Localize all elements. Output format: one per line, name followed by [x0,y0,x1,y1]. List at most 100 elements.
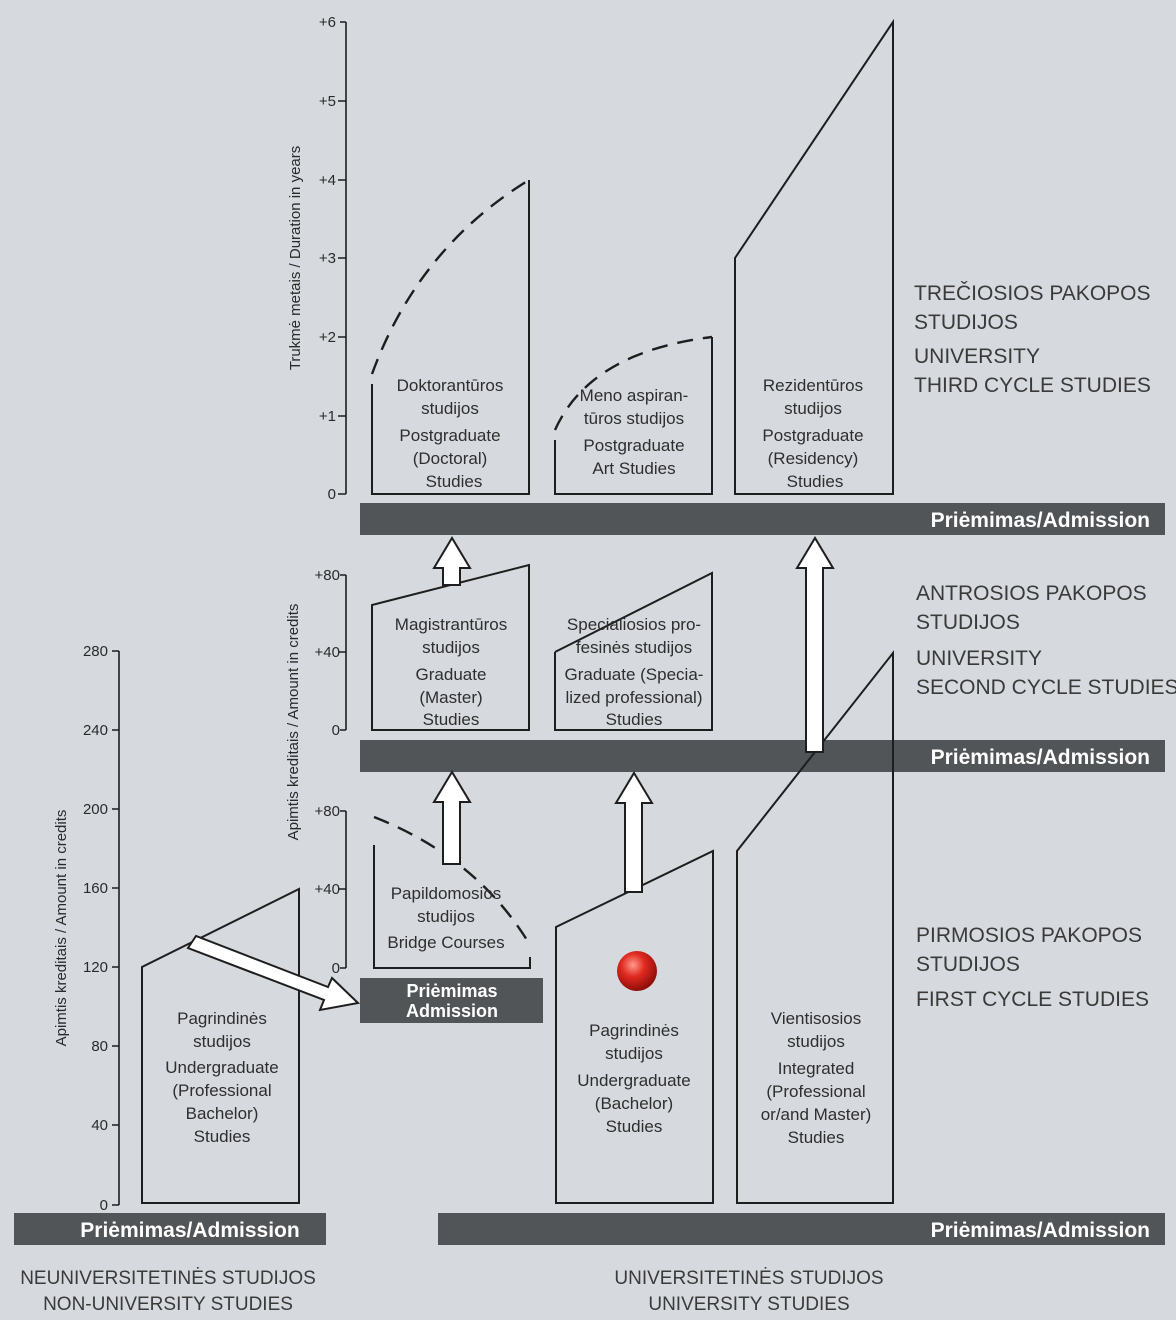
years-tick: +1 [319,408,336,425]
third-cycle-label: TREČIOSIOS PAKOPOS STUDIJOS UNIVERSITY T… [914,282,1151,397]
box-line: Undergraduate [165,1058,278,1077]
credits-tick: 280 [83,643,108,660]
arrow-bachelor-to-second-cycle [614,771,654,893]
credits-axis-bridge: +80 +40 0 [315,803,347,977]
box-line: Bridge Courses [387,933,504,952]
box-line: studijos [605,1044,663,1063]
credits-tick: 200 [83,801,108,818]
cycle-label-line: STUDIJOS [914,311,1018,334]
box-line: Rezidentūros [763,376,863,395]
box-line: or/and Master) [761,1105,872,1124]
cycle-label-line: UNIVERSITY [914,345,1040,368]
box-line: Studies [194,1127,251,1146]
credits-tick: +80 [315,567,340,584]
credits-axis-second-cycle: +80 +40 0 Apimtis kreditais / Amount in … [285,567,347,840]
footer-non-university: NEUNIVERSITETINĖS STUDIJOS NON-UNIVERSIT… [20,1268,316,1315]
cycle-label-line: SECOND CYCLE STUDIES [916,676,1176,699]
admission-label: Priėmimas [406,981,497,1001]
box-line: Studies [423,710,480,729]
integrated-studies-box: Vientisosios studijos Integrated (Profes… [736,650,894,1204]
box-line: Doktorantūros [397,376,504,395]
years-axis-label: Trukmė metais / Duration in years [287,146,304,371]
box-line: lized professional) [565,688,702,707]
admission-bar-non-university: Priėmimas/Admission [14,1213,326,1245]
box-line: (Bachelor) [595,1094,673,1113]
credits-axis-non-university: 280 240 200 160 120 80 40 0 Apimtis kred… [53,643,120,1214]
credits-tick: +40 [315,881,340,898]
credits-tick: 160 [83,880,108,897]
box-line: Studies [606,710,663,729]
box-line: Studies [787,472,844,491]
box-line: fesinės studijos [576,638,692,657]
residency-studies-box: Rezidentūros studijos Postgraduate (Resi… [734,18,894,495]
credits-axis-label: Apimtis kreditais / Amount in credits [53,810,70,1047]
box-line: Postgraduate [399,426,500,445]
red-marker-icon [617,951,657,991]
box-line: Graduate (Specia- [565,665,704,684]
box-line: Postgraduate [583,436,684,455]
years-tick: +3 [319,250,336,267]
footer-line: UNIVERSITY STUDIES [648,1294,849,1315]
box-line: studijos [421,399,479,418]
credits-tick: +80 [315,803,340,820]
box-line: Studies [788,1128,845,1147]
box-line: (Professional [172,1081,271,1100]
cycle-label-line: STUDIJOS [916,953,1020,976]
box-line: Art Studies [592,459,675,478]
box-line: (Doctoral) [413,449,488,468]
credits-tick: 240 [83,722,108,739]
credits-tick: 0 [332,722,340,739]
footer-line: UNIVERSITETINĖS STUDIJOS [614,1268,883,1289]
professional-bachelor-box: Pagrindinės studijos Undergraduate (Prof… [141,887,300,1204]
box-line: Studies [426,472,483,491]
credits-tick: 120 [83,959,108,976]
credits-tick: +40 [315,644,340,661]
box-line: Undergraduate [577,1071,690,1090]
years-tick: +2 [319,329,336,346]
box-line: Postgraduate [762,426,863,445]
box-line: Graduate [416,665,487,684]
cycle-label-line: ANTROSIOS PAKOPOS [916,582,1147,605]
years-axis: +6 +5 +4 +3 +2 +1 0 Trukmė metais / Dura… [287,14,347,503]
box-line: studijos [784,399,842,418]
box-line: Bachelor) [186,1104,259,1123]
box-line: (Residency) [768,449,859,468]
years-tick: +6 [319,14,336,31]
years-tick: +5 [319,93,336,110]
admission-label: Priėmimas/Admission [931,746,1150,769]
credits-tick: 40 [91,1117,108,1134]
box-line: tūros studijos [584,409,684,428]
box-line: Integrated [778,1059,855,1078]
arrow-integrated-to-third-cycle [795,536,835,753]
second-cycle-label: ANTROSIOS PAKOPOS STUDIJOS UNIVERSITY SE… [916,582,1176,699]
admission-bar-second-cycle: Priėmimas/Admission [360,740,1165,772]
admission-bar-third-cycle: Priėmimas/Admission [360,503,1165,535]
box-line: Pagrindinės [177,1009,267,1028]
admission-label: Priėmimas/Admission [931,509,1150,532]
box-line: Studies [606,1117,663,1136]
master-studies-box: Magistrantūros studijos Graduate (Master… [371,563,530,731]
footer-line: NEUNIVERSITETINĖS STUDIJOS [20,1268,316,1289]
cycle-label-line: TREČIOSIOS PAKOPOS [914,282,1151,305]
box-line: Vientisosios [771,1009,861,1028]
box-line: studijos [417,907,475,926]
admission-label: Priėmimas/Admission [80,1219,299,1242]
bachelor-box: Pagrindinės studijos Undergraduate (Bach… [555,849,714,1204]
arrow-bridge-to-master [432,770,472,865]
admission-label: Admission [406,1001,498,1021]
admission-bar-university: Priėmimas/Admission [438,1213,1165,1245]
cycle-label-line: THIRD CYCLE STUDIES [914,374,1151,397]
box-line: studijos [193,1032,251,1051]
bridge-courses-box: Papildomosios studijos Bridge Courses [373,815,532,969]
box-line: Meno aspiran- [580,386,689,405]
footer-university: UNIVERSITETINĖS STUDIJOS UNIVERSITY STUD… [614,1268,883,1315]
box-line: studijos [422,638,480,657]
credits-tick: 0 [100,1197,108,1214]
cycle-label-line: STUDIJOS [916,611,1020,634]
first-cycle-label: PIRMOSIOS PAKOPOS STUDIJOS FIRST CYCLE S… [916,924,1149,1011]
box-line: Pagrindinės [589,1021,679,1040]
box-line: (Master) [419,688,482,707]
credits-tick: 80 [91,1038,108,1055]
